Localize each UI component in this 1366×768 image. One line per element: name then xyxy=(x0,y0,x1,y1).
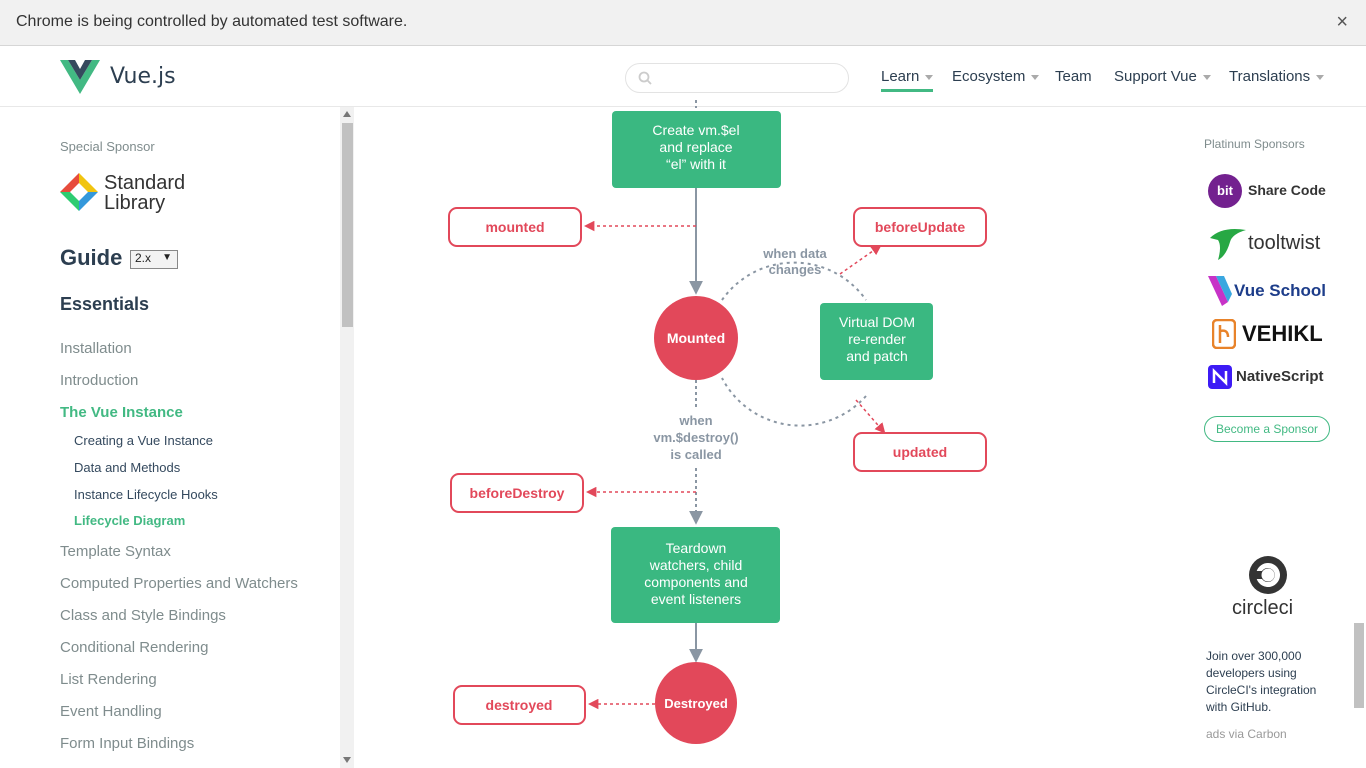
caret-down-icon xyxy=(1316,74,1325,80)
tooltwist-logo-icon xyxy=(1210,229,1246,260)
before-destroy-hook-box xyxy=(450,473,584,513)
sidebar-item-form-input-bindings[interactable]: Form Input Bindings xyxy=(60,735,195,752)
infobar-message: Chrome is being controlled by automated … xyxy=(16,13,408,30)
page-scrollbar-thumb[interactable] xyxy=(1354,623,1364,708)
teardown-text-4: event listeners xyxy=(651,591,741,607)
before-update-hook-box xyxy=(853,207,987,247)
search-box[interactable] xyxy=(625,63,849,93)
loop-top-arc xyxy=(721,261,867,301)
sidebar-item-list-rendering[interactable]: List Rendering xyxy=(60,671,157,688)
teardown-box xyxy=(611,527,780,623)
caret-down-icon xyxy=(1202,74,1211,80)
nativescript-logo-icon xyxy=(1208,365,1232,389)
sidebar-item-conditional-rendering[interactable]: Conditional Rendering xyxy=(60,639,209,656)
sidebar-item-class-style-bindings[interactable]: Class and Style Bindings xyxy=(60,607,226,624)
essentials-heading: Essentials xyxy=(60,294,150,314)
sidebar-scrollbar-thumb[interactable] xyxy=(342,123,353,327)
before-update-hook-label: beforeUpdate xyxy=(875,219,965,235)
sidebar-subitem-creating-instance[interactable]: Creating a Vue Instance xyxy=(74,433,213,448)
sidebar-item-event-handling[interactable]: Event Handling xyxy=(60,703,162,720)
updated-hook-label: updated xyxy=(893,444,947,460)
special-sponsor-label: Special Sponsor xyxy=(60,139,155,154)
mounted-hook-label: mounted xyxy=(485,219,544,235)
virtual-dom-box xyxy=(820,303,933,380)
destroyed-state-circle xyxy=(655,662,737,744)
caret-down-icon xyxy=(1031,74,1040,80)
caret-down-icon xyxy=(925,74,934,80)
teardown-text-1: Teardown xyxy=(666,540,727,556)
sponsors-panel: Platinum Sponsors bit Share Code tooltwi… xyxy=(1200,107,1360,768)
close-icon[interactable]: × xyxy=(1336,11,1348,33)
when-data-changes-1: when data xyxy=(762,246,827,261)
guide-heading: Guide xyxy=(60,245,123,270)
virtual-dom-text-1: Virtual DOM xyxy=(839,314,915,330)
dropdown-arrow-icon: ▼ xyxy=(162,252,172,263)
when-data-changes-2: changes xyxy=(769,262,822,277)
destroyed-state-label: Destroyed xyxy=(664,696,728,711)
sidebar-item-computed-properties[interactable]: Computed Properties and Watchers xyxy=(60,575,298,592)
mounted-hook-box xyxy=(448,207,582,247)
virtual-dom-text-2: re-render xyxy=(848,331,906,347)
automation-infobar: Chrome is being controlled by automated … xyxy=(0,0,1366,46)
carbon-ad-text[interactable]: Join over 300,000 developers using Circl… xyxy=(1206,649,1317,714)
mounted-state-label: Mounted xyxy=(667,330,725,346)
ads-via-carbon-link[interactable]: ads via Carbon xyxy=(1206,727,1287,741)
sidebar-item-template-syntax[interactable]: Template Syntax xyxy=(60,543,171,560)
create-el-text-1: Create vm.$el xyxy=(652,122,739,138)
bit-badge-text: bit xyxy=(1217,183,1233,198)
vue-logo-icon[interactable] xyxy=(60,60,100,94)
when-destroy-1: when xyxy=(678,413,712,428)
before-destroy-hook-label: beforeDestroy xyxy=(470,485,565,501)
standard-library-logo-icon[interactable] xyxy=(60,173,98,211)
destroyed-hook-box xyxy=(453,685,586,725)
vehikl-logo-icon xyxy=(1212,319,1236,349)
version-select[interactable]: 2.x▼ xyxy=(130,250,178,269)
when-destroy-3: is called xyxy=(670,447,721,462)
nav-ecosystem[interactable]: Ecosystem xyxy=(952,68,1040,85)
virtual-dom-text-3: and patch xyxy=(846,348,908,364)
arrow-to-before-update xyxy=(839,244,882,275)
nav-team[interactable]: Team xyxy=(1055,68,1092,85)
updated-hook-box xyxy=(853,432,987,472)
vue-school-logo-icon xyxy=(1208,276,1232,306)
teardown-text-3: components and xyxy=(644,574,748,590)
brand-name[interactable]: Vue.js xyxy=(110,64,176,89)
bit-logo-icon xyxy=(1208,174,1242,208)
mounted-state-circle xyxy=(654,296,738,380)
circleci-wordmark[interactable]: circleci xyxy=(1232,597,1294,619)
sidebar-subitem-data-methods[interactable]: Data and Methods xyxy=(74,460,181,475)
arrow-to-updated xyxy=(855,399,886,434)
create-el-text-2: and replace xyxy=(659,139,732,155)
become-sponsor-button[interactable]: Become a Sponsor xyxy=(1204,416,1330,442)
sidebar-item-introduction[interactable]: Introduction xyxy=(60,372,139,389)
circleci-logo-icon[interactable] xyxy=(1248,555,1288,595)
sidebar-subitem-lifecycle-hooks[interactable]: Instance Lifecycle Hooks xyxy=(74,487,218,502)
sidebar-item-vue-instance[interactable]: The Vue Instance xyxy=(60,404,183,421)
create-el-text-3: “el” with it xyxy=(666,156,726,172)
destroyed-hook-label: destroyed xyxy=(486,697,553,713)
search-icon xyxy=(638,71,652,85)
teardown-text-2: watchers, child xyxy=(649,557,743,573)
nav-translations[interactable]: Translations xyxy=(1229,68,1325,85)
nav-support-vue[interactable]: Support Vue xyxy=(1114,68,1211,85)
sidebar-item-installation[interactable]: Installation xyxy=(60,340,132,357)
scroll-down-icon[interactable] xyxy=(343,757,351,763)
when-destroy-2: vm.$destroy() xyxy=(653,430,738,445)
create-el-box xyxy=(612,111,781,188)
search-input[interactable] xyxy=(658,68,838,88)
loop-bottom-arc xyxy=(721,377,867,427)
sidebar-subitem-lifecycle-diagram[interactable]: Lifecycle Diagram xyxy=(74,513,186,528)
site-header: Vue.js Learn Ecosystem Team Support Vue … xyxy=(0,46,1366,107)
scroll-up-icon[interactable] xyxy=(343,111,351,117)
nav-learn[interactable]: Learn xyxy=(881,68,934,92)
platinum-sponsors-label: Platinum Sponsors xyxy=(1204,137,1305,151)
